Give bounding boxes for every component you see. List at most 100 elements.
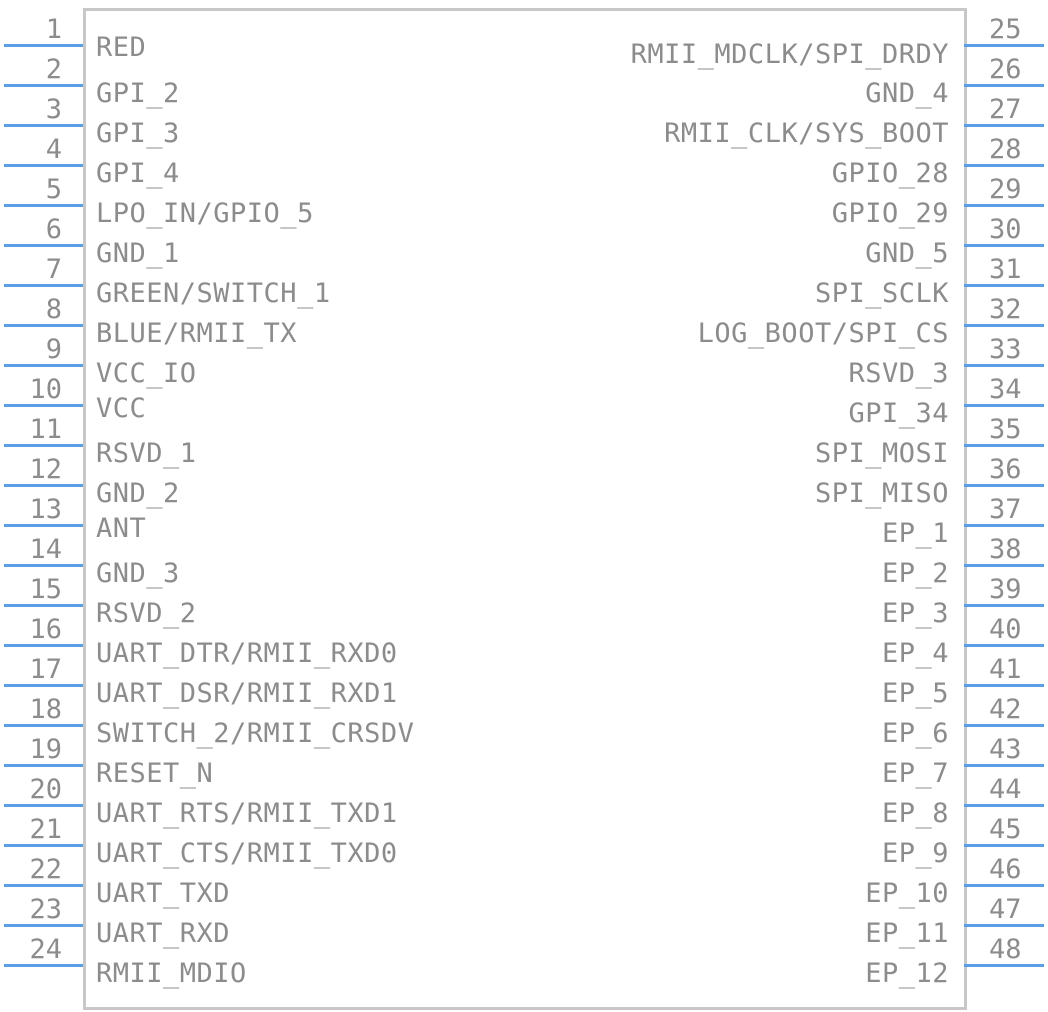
pin-number-46: 46 bbox=[989, 854, 1022, 885]
pin-line-44[interactable] bbox=[964, 804, 1044, 807]
pin-label-39: EP_3 bbox=[881, 598, 949, 629]
pin-line-42[interactable] bbox=[964, 724, 1044, 727]
pin-line-40[interactable] bbox=[964, 644, 1044, 647]
pin-line-41[interactable] bbox=[964, 684, 1044, 687]
pin-number-21: 21 bbox=[29, 814, 62, 845]
pin-number-45: 45 bbox=[989, 814, 1022, 845]
pin-label-42: EP_6 bbox=[881, 718, 949, 749]
pin-number-15: 15 bbox=[29, 574, 62, 605]
pin-number-1: 1 bbox=[45, 14, 62, 45]
pin-label-36: SPI_MISO bbox=[814, 478, 949, 509]
pin-line-30[interactable] bbox=[964, 244, 1044, 247]
pin-line-20[interactable] bbox=[4, 804, 83, 807]
pin-number-25: 25 bbox=[989, 14, 1022, 45]
pin-label-30: GND_5 bbox=[865, 238, 949, 269]
pin-label-23: UART_RXD bbox=[96, 918, 231, 949]
pin-number-43: 43 bbox=[989, 734, 1022, 765]
pin-line-48[interactable] bbox=[964, 964, 1044, 967]
pin-line-18[interactable] bbox=[4, 724, 83, 727]
pin-number-30: 30 bbox=[989, 214, 1022, 245]
pin-line-23[interactable] bbox=[4, 924, 83, 927]
pin-line-24[interactable] bbox=[4, 964, 83, 967]
pin-line-39[interactable] bbox=[964, 604, 1044, 607]
pin-label-48: EP_12 bbox=[865, 958, 949, 989]
pin-label-32: LOG_BOOT/SPI_CS bbox=[697, 318, 949, 349]
pin-number-28: 28 bbox=[989, 134, 1022, 165]
pin-line-29[interactable] bbox=[964, 204, 1044, 207]
pin-number-13: 13 bbox=[29, 494, 62, 525]
pin-line-11[interactable] bbox=[4, 444, 83, 447]
pin-line-3[interactable] bbox=[4, 124, 83, 127]
pin-label-26: GND_4 bbox=[865, 78, 949, 109]
pin-label-33: RSVD_3 bbox=[848, 358, 949, 389]
pin-label-2: GPI_2 bbox=[96, 78, 180, 109]
pin-label-38: EP_2 bbox=[881, 558, 949, 589]
pin-label-44: EP_8 bbox=[881, 798, 949, 829]
pin-line-12[interactable] bbox=[4, 484, 83, 487]
pin-line-33[interactable] bbox=[964, 364, 1044, 367]
pin-line-13[interactable] bbox=[4, 524, 83, 527]
pin-line-9[interactable] bbox=[4, 364, 83, 367]
pin-number-31: 31 bbox=[989, 254, 1022, 285]
pin-number-11: 11 bbox=[29, 414, 62, 445]
pin-label-25: RMII_MDCLK/SPI_DRDY bbox=[630, 39, 949, 70]
pin-line-37[interactable] bbox=[964, 524, 1044, 527]
pin-line-35[interactable] bbox=[964, 444, 1044, 447]
pin-line-28[interactable] bbox=[964, 164, 1044, 167]
pin-line-5[interactable] bbox=[4, 204, 83, 207]
pin-line-22[interactable] bbox=[4, 884, 83, 887]
pin-line-46[interactable] bbox=[964, 884, 1044, 887]
pin-line-25[interactable] bbox=[964, 44, 1044, 47]
pin-number-19: 19 bbox=[29, 734, 62, 765]
pin-line-45[interactable] bbox=[964, 844, 1044, 847]
pin-line-38[interactable] bbox=[964, 564, 1044, 567]
pin-line-21[interactable] bbox=[4, 844, 83, 847]
pin-number-27: 27 bbox=[989, 94, 1022, 125]
pin-line-14[interactable] bbox=[4, 564, 83, 567]
pin-label-20: UART_RTS/RMII_TXD1 bbox=[96, 798, 398, 829]
pin-number-42: 42 bbox=[989, 694, 1022, 725]
pin-line-32[interactable] bbox=[964, 324, 1044, 327]
pin-number-16: 16 bbox=[29, 614, 62, 645]
pin-label-14: GND_3 bbox=[96, 558, 180, 589]
chip-body bbox=[83, 8, 967, 1010]
pin-line-4[interactable] bbox=[4, 164, 83, 167]
pin-line-26[interactable] bbox=[964, 84, 1044, 87]
pin-number-20: 20 bbox=[29, 774, 62, 805]
pin-line-19[interactable] bbox=[4, 764, 83, 767]
pin-label-22: UART_TXD bbox=[96, 878, 231, 909]
pin-line-36[interactable] bbox=[964, 484, 1044, 487]
pin-line-10[interactable] bbox=[4, 404, 83, 407]
pin-line-34[interactable] bbox=[964, 404, 1044, 407]
pin-number-47: 47 bbox=[989, 894, 1022, 925]
pin-line-17[interactable] bbox=[4, 684, 83, 687]
pin-line-47[interactable] bbox=[964, 924, 1044, 927]
pin-number-22: 22 bbox=[29, 854, 62, 885]
pin-label-45: EP_9 bbox=[881, 838, 949, 869]
pin-number-38: 38 bbox=[989, 534, 1022, 565]
pin-number-39: 39 bbox=[989, 574, 1022, 605]
pin-label-13: ANT bbox=[96, 513, 147, 544]
pin-line-1[interactable] bbox=[4, 44, 83, 47]
pin-line-27[interactable] bbox=[964, 124, 1044, 127]
pin-line-8[interactable] bbox=[4, 324, 83, 327]
pin-number-32: 32 bbox=[989, 294, 1022, 325]
pin-number-8: 8 bbox=[45, 294, 62, 325]
pin-number-23: 23 bbox=[29, 894, 62, 925]
pin-label-28: GPIO_28 bbox=[831, 158, 949, 189]
pin-line-6[interactable] bbox=[4, 244, 83, 247]
pin-line-43[interactable] bbox=[964, 764, 1044, 767]
pin-line-7[interactable] bbox=[4, 284, 83, 287]
pin-number-35: 35 bbox=[989, 414, 1022, 445]
pin-label-46: EP_10 bbox=[865, 878, 949, 909]
pin-number-10: 10 bbox=[29, 374, 62, 405]
pin-number-17: 17 bbox=[29, 654, 62, 685]
pin-number-18: 18 bbox=[29, 694, 62, 725]
pin-line-16[interactable] bbox=[4, 644, 83, 647]
pin-label-1: RED bbox=[96, 32, 147, 63]
pin-label-37: EP_1 bbox=[881, 518, 949, 549]
pin-line-2[interactable] bbox=[4, 84, 83, 87]
pin-line-31[interactable] bbox=[964, 284, 1044, 287]
pin-line-15[interactable] bbox=[4, 604, 83, 607]
pin-label-47: EP_11 bbox=[865, 918, 949, 949]
